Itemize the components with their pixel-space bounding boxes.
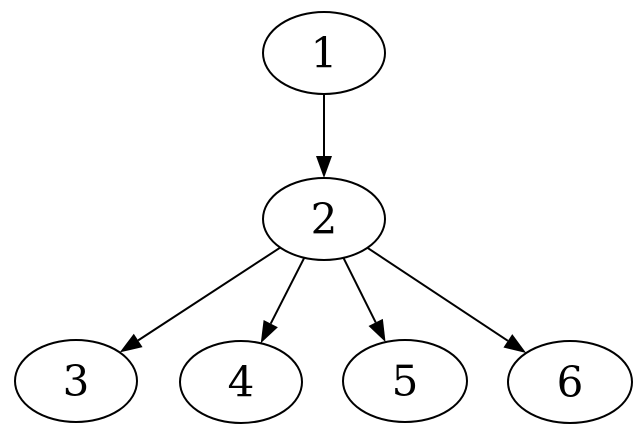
edge-line-2-6 bbox=[366, 246, 509, 342]
node-3-label: 3 bbox=[63, 357, 90, 406]
node-4: 4 bbox=[179, 340, 303, 424]
node-5-label: 5 bbox=[392, 357, 419, 406]
node-1-ellipse bbox=[262, 11, 386, 95]
edge-2-4 bbox=[260, 257, 306, 344]
node-6-label: 6 bbox=[557, 358, 584, 407]
arrowhead-icon bbox=[260, 319, 278, 344]
edge-2-3 bbox=[119, 246, 281, 353]
edge-2-5 bbox=[342, 257, 386, 343]
arrowhead-icon bbox=[316, 156, 332, 178]
node-5-ellipse bbox=[342, 339, 468, 423]
node-4-label: 4 bbox=[228, 358, 255, 407]
node-5: 5 bbox=[342, 339, 468, 423]
node-1: 1 bbox=[262, 11, 386, 95]
arrowhead-icon bbox=[503, 334, 527, 353]
node-3: 3 bbox=[14, 339, 138, 423]
arrowhead-icon bbox=[368, 318, 386, 343]
node-6-ellipse bbox=[507, 340, 633, 424]
node-3-ellipse bbox=[14, 339, 138, 423]
edge-2-6 bbox=[366, 246, 527, 353]
node-2-ellipse bbox=[262, 177, 386, 261]
edge-line-2-3 bbox=[137, 246, 281, 342]
edge-line-2-4 bbox=[269, 257, 306, 325]
edge-1-2 bbox=[316, 94, 332, 178]
node-1-label: 1 bbox=[311, 29, 338, 78]
edge-line-2-5 bbox=[342, 257, 377, 323]
node-4-ellipse bbox=[179, 340, 303, 424]
node-2-label: 2 bbox=[311, 195, 338, 244]
arrowhead-icon bbox=[119, 333, 143, 353]
node-2: 2 bbox=[262, 177, 386, 261]
node-6: 6 bbox=[507, 340, 633, 424]
